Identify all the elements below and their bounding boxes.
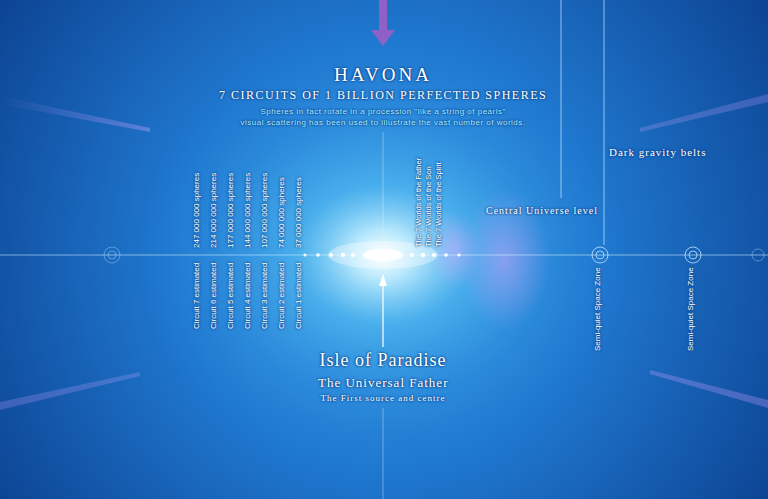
region-label: Central Universe level xyxy=(486,205,598,217)
circuit-label: Circuit 2 estimated xyxy=(277,263,286,329)
sphere-count: 107 000 000 spheres xyxy=(260,173,269,248)
note: visual scattering has been used to illus… xyxy=(241,118,526,127)
sphere-count: 144 000 000 spheres xyxy=(243,173,252,248)
sphere-count: 214 000 000 spheres xyxy=(209,173,218,248)
world-label: The 7 Worlds of the Son xyxy=(425,166,434,247)
center-label: Isle of Paradise xyxy=(320,350,447,371)
sphere-count: 74 000 000 spheres xyxy=(277,177,286,248)
diagram-title: HAVONA xyxy=(334,64,432,86)
circuit-label: Circuit 1 estimated xyxy=(294,263,303,329)
circuit-label: Circuit 4 estimated xyxy=(243,263,252,329)
sphere-count: 247 000 000 spheres xyxy=(192,173,201,248)
subtitle: 7 CIRCUITS OF 1 BILLION PERFECTED SPHERE… xyxy=(219,89,547,103)
center-label: The First source and centre xyxy=(321,393,446,403)
zone-label: Semi-quiet Space Zone xyxy=(593,267,602,351)
center-label: The Universal Father xyxy=(318,376,448,391)
circuit-label: Circuit 7 estimated xyxy=(192,263,201,329)
circuit-label: Circuit 5 estimated xyxy=(226,263,235,329)
world-label: The 7 Worlds of the Father xyxy=(415,158,424,247)
zone-label: Semi-quiet Space Zone xyxy=(686,267,695,351)
sphere-count: 177 000 000 spheres xyxy=(226,173,235,248)
note: Spheres in fact rotate in a procession "… xyxy=(261,107,506,116)
region-label: Dark gravity belts xyxy=(609,146,706,159)
circuit-label: Circuit 6 estimated xyxy=(209,263,218,329)
sphere-count: 37 000 000 spheres xyxy=(294,177,303,248)
circuit-label: Circuit 3 estimated xyxy=(260,263,269,329)
world-label: The 7 Worlds of the Spirit xyxy=(435,163,444,247)
